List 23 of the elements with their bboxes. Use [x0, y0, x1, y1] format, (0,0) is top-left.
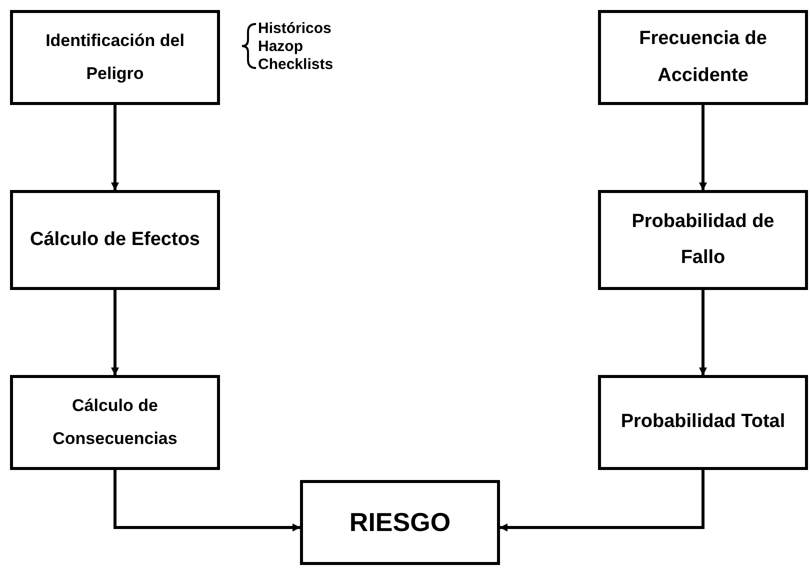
box-label: Frecuencia de Accidente: [638, 27, 768, 88]
process-box: [598, 190, 808, 290]
method-label: Históricos: [258, 20, 332, 38]
arrow: [111, 105, 119, 190]
arrow: [114, 470, 300, 532]
process-box: [10, 190, 220, 290]
arrow: [111, 290, 119, 376]
arrow: [699, 290, 707, 376]
box-label: RIESGO: [349, 506, 451, 539]
arrow: [500, 470, 704, 532]
method-label: Hazop: [258, 38, 304, 56]
process-box: [300, 480, 500, 565]
arrow: [699, 105, 707, 190]
box-label: Probabilidad Total: [620, 410, 786, 434]
box-label: Identificación del Peligro: [44, 30, 186, 85]
process-box: [598, 375, 808, 470]
process-box: [598, 10, 808, 105]
process-box: [10, 375, 220, 470]
box-label: Cálculo de Efectos: [30, 228, 200, 252]
box-label: Cálculo de Consecuencias: [52, 395, 178, 450]
box-label: Probabilidad de Fallo: [630, 210, 776, 270]
method-label: Checklists: [258, 56, 334, 74]
process-box: [10, 10, 220, 105]
